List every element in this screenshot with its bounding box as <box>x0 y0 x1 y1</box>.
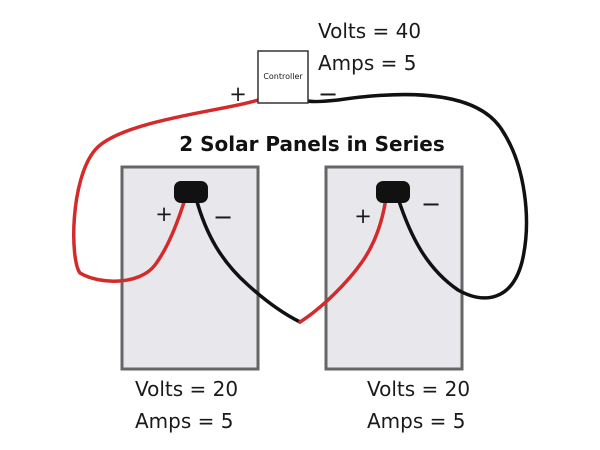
controller-box <box>257 50 309 104</box>
left-panel-amps-label: Amps = 5 <box>135 409 233 433</box>
left-panel-plus-label: + <box>155 202 173 226</box>
controller-minus-label: − <box>318 80 338 108</box>
controller-label: Controller <box>263 72 303 81</box>
negative-wire-right-panel-to-controller <box>302 92 529 300</box>
negative-wire-left-panel-to-junction <box>194 196 302 324</box>
right-panel-plus-label: + <box>354 204 372 228</box>
junction-box-right <box>376 181 410 203</box>
left-panel-minus-label: − <box>213 203 233 231</box>
controller-amps-label: Amps = 5 <box>318 51 416 75</box>
right-panel-volts-label: Volts = 20 <box>367 377 470 401</box>
positive-wire-junction-to-right-panel <box>298 196 388 324</box>
controller-plus-label: + <box>229 82 247 106</box>
junction-box-left <box>174 181 208 203</box>
diagram-title: 2 Solar Panels in Series <box>179 132 445 156</box>
positive-wire-controller-to-left-panel <box>72 98 260 283</box>
right-panel-minus-label: − <box>421 190 441 218</box>
controller-volts-label: Volts = 40 <box>318 19 421 43</box>
left-panel-volts-label: Volts = 20 <box>135 377 238 401</box>
right-panel-amps-label: Amps = 5 <box>367 409 465 433</box>
